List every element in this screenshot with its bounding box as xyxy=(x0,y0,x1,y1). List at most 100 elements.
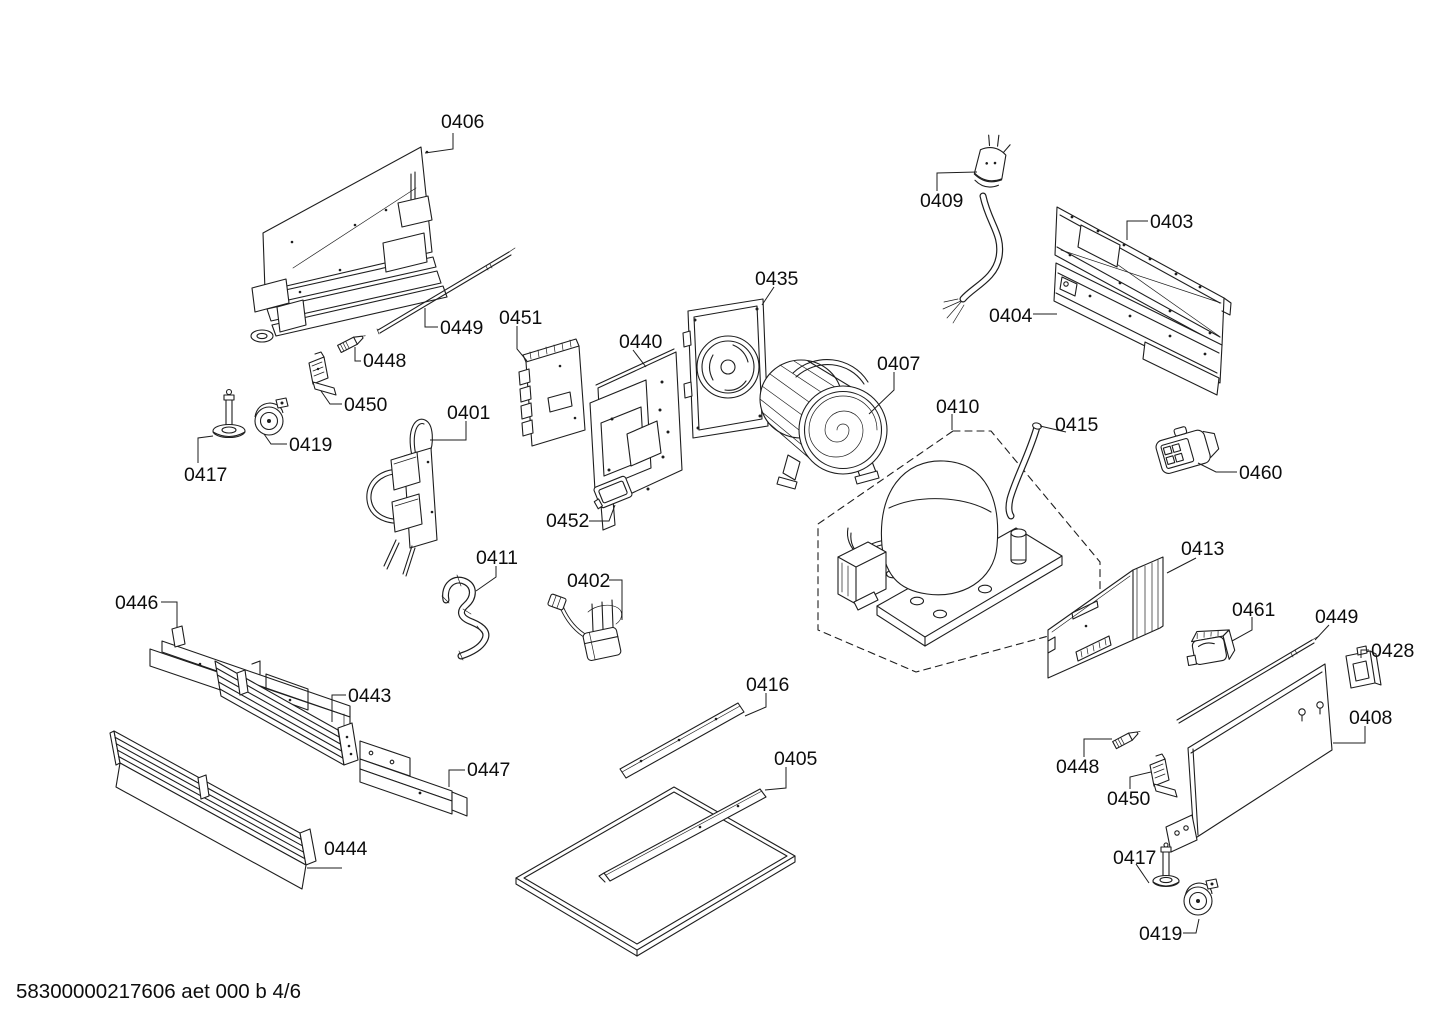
part-0444-louver-grille-lower xyxy=(109,730,317,890)
leader-0415 xyxy=(1039,425,1067,433)
part-label-0440: 0440 xyxy=(619,331,663,353)
leader-0451 xyxy=(516,326,528,362)
part-0401-valve-assembly xyxy=(366,418,438,577)
part-label-0404: 0404 xyxy=(989,305,1033,327)
part-label-0411: 0411 xyxy=(476,547,518,569)
leader-0449-right xyxy=(1314,624,1330,641)
leader-0452 xyxy=(589,504,616,522)
leader-0443 xyxy=(331,694,346,722)
part-label-0444: 0444 xyxy=(324,838,368,860)
part-0419-roller-right xyxy=(1183,878,1219,916)
part-0403-frame-panel xyxy=(1054,206,1232,347)
document-number: 58300000217606 aet 000 b 4/6 xyxy=(16,980,301,1003)
leader-0419-left xyxy=(263,433,287,445)
part-0407-condenser xyxy=(759,359,888,490)
leader-0447 xyxy=(448,769,465,787)
leader-0461 xyxy=(1231,617,1253,642)
part-label-0417-left: 0417 xyxy=(184,464,227,486)
part-0449-tube-right xyxy=(1176,635,1320,724)
leader-0406 xyxy=(424,133,454,154)
leader-lines xyxy=(161,133,1369,934)
leader-0448-left xyxy=(354,347,361,362)
part-0447-bracket xyxy=(359,740,468,817)
part-0404-rear-panel xyxy=(1053,262,1223,396)
part-label-0452: 0452 xyxy=(546,510,589,532)
part-label-0419-left: 0419 xyxy=(289,434,332,456)
part-label-0448-left: 0448 xyxy=(363,350,406,372)
part-label-0401: 0401 xyxy=(447,402,490,424)
part-label-0410: 0410 xyxy=(936,396,980,418)
part-label-0447: 0447 xyxy=(467,759,510,781)
part-label-0402: 0402 xyxy=(567,570,610,592)
leader-0403 xyxy=(1126,220,1148,240)
part-0446-support-rail xyxy=(149,625,351,735)
part-0409-power-cord xyxy=(942,134,1011,324)
part-label-0446: 0446 xyxy=(115,592,158,614)
part-0413-side-panel xyxy=(1047,556,1164,679)
leader-0449-left xyxy=(424,308,438,328)
part-0417-leveling-foot-right xyxy=(1152,842,1180,888)
part-0461-drive-motor xyxy=(1186,629,1236,667)
part-label-0413: 0413 xyxy=(1181,538,1224,560)
part-0452-module xyxy=(593,475,633,510)
part-label-0443: 0443 xyxy=(348,685,391,707)
part-0410-compressor-assembly xyxy=(817,430,1101,673)
part-0440-mounting-plate xyxy=(589,348,683,531)
part-0450-bracket-left xyxy=(308,351,337,396)
leader-0405 xyxy=(764,767,787,791)
part-0428-switch xyxy=(1345,645,1382,689)
part-label-0450-right: 0450 xyxy=(1107,788,1151,810)
leader-0450-left xyxy=(320,390,342,405)
leader-0411 xyxy=(475,566,497,592)
part-label-0417-right: 0417 xyxy=(1113,847,1156,869)
leader-0409 xyxy=(936,171,978,191)
part-labels: 0406 0449 0448 0450 0419 0417 0451 0401 … xyxy=(115,111,1414,945)
leader-0428 xyxy=(1360,649,1369,658)
leader-0448-right xyxy=(1083,738,1112,757)
part-label-0449-right: 0449 xyxy=(1315,606,1358,628)
part-0443-louver-grille-upper xyxy=(214,660,359,766)
part-label-0428: 0428 xyxy=(1371,640,1414,662)
part-label-0460: 0460 xyxy=(1239,462,1283,484)
part-0419-roller-left xyxy=(254,397,289,436)
part-label-0409: 0409 xyxy=(920,190,963,212)
part-0405-tray xyxy=(515,786,796,957)
part-0415-tube xyxy=(1005,422,1042,520)
leader-0460 xyxy=(1197,462,1237,473)
part-0460-connector xyxy=(1155,426,1220,474)
part-label-0419-right: 0419 xyxy=(1139,923,1182,945)
leader-0416 xyxy=(744,693,767,717)
part-0406-rear-panel-assembly xyxy=(250,146,448,343)
part-label-0405: 0405 xyxy=(774,748,818,770)
part-0450-bracket-right xyxy=(1149,753,1178,798)
leader-0402 xyxy=(609,579,623,620)
leader-0407 xyxy=(868,372,895,415)
leader-0408 xyxy=(1333,726,1366,744)
leader-0417-right xyxy=(1135,863,1150,884)
leader-0413 xyxy=(1166,557,1197,574)
part-0416-rail xyxy=(619,702,745,779)
part-label-0403: 0403 xyxy=(1150,211,1193,233)
part-label-0448-right: 0448 xyxy=(1056,756,1099,778)
part-label-0450-left: 0450 xyxy=(344,394,388,416)
part-label-0407: 0407 xyxy=(877,353,920,375)
part-0402-sensor xyxy=(547,593,622,662)
part-0448-screw-right xyxy=(1112,731,1141,750)
part-0435-fan-assembly xyxy=(682,298,769,439)
part-label-0408: 0408 xyxy=(1349,707,1392,729)
part-label-0451: 0451 xyxy=(499,307,542,329)
leader-0401 xyxy=(430,421,467,441)
leader-0446 xyxy=(161,601,178,627)
leader-0417-left xyxy=(197,435,214,463)
part-label-0461: 0461 xyxy=(1232,599,1275,621)
part-label-0449-left: 0449 xyxy=(440,317,483,339)
leader-0450-right xyxy=(1129,771,1152,789)
part-0411-hose xyxy=(441,574,490,661)
part-label-0435: 0435 xyxy=(755,268,799,290)
part-0417-leveling-foot-left xyxy=(212,388,246,439)
part-0408-panel xyxy=(1165,663,1333,853)
part-0449-tube-left xyxy=(376,247,516,335)
part-0448-screw-left xyxy=(337,335,366,354)
